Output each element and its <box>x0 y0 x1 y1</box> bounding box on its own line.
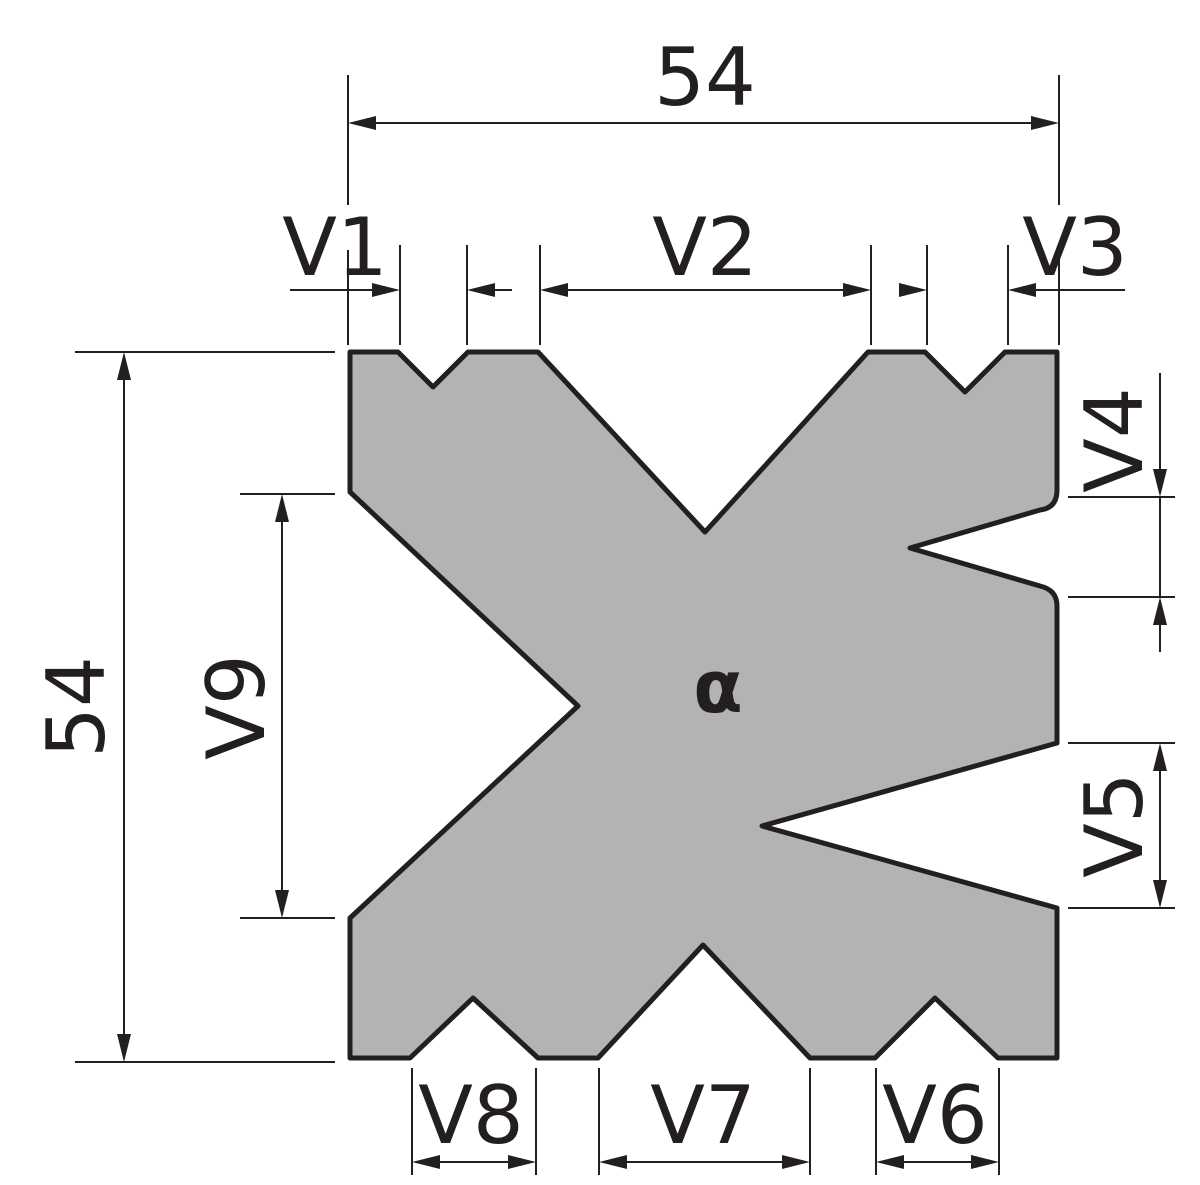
v5-label: V5 <box>1068 772 1161 878</box>
v5-dimension: V5 <box>1068 742 1175 909</box>
v4-label: V4 <box>1068 387 1161 493</box>
v9-label: V9 <box>190 654 283 760</box>
top-v-dimensions: V1 V2 V3 <box>282 201 1128 345</box>
height-label: 54 <box>30 656 123 758</box>
v8-label: V8 <box>418 1069 524 1162</box>
v4-dimension: V4 <box>1068 373 1175 652</box>
v3-label: V3 <box>1022 201 1128 294</box>
top-overall-dimension: 54 <box>347 31 1060 205</box>
die-profile <box>347 349 1060 1061</box>
bottom-v-dimensions: V8 V7 V6 <box>411 1068 1000 1175</box>
v6-label: V6 <box>882 1069 988 1162</box>
v9-dimension: V9 <box>190 493 335 919</box>
width-label: 54 <box>654 31 756 124</box>
angle-alpha-label: α <box>693 645 742 729</box>
left-overall-dimension: 54 <box>30 351 335 1063</box>
v2-label: V2 <box>652 201 758 294</box>
v7-label: V7 <box>650 1069 756 1162</box>
v1-label: V1 <box>282 201 388 294</box>
